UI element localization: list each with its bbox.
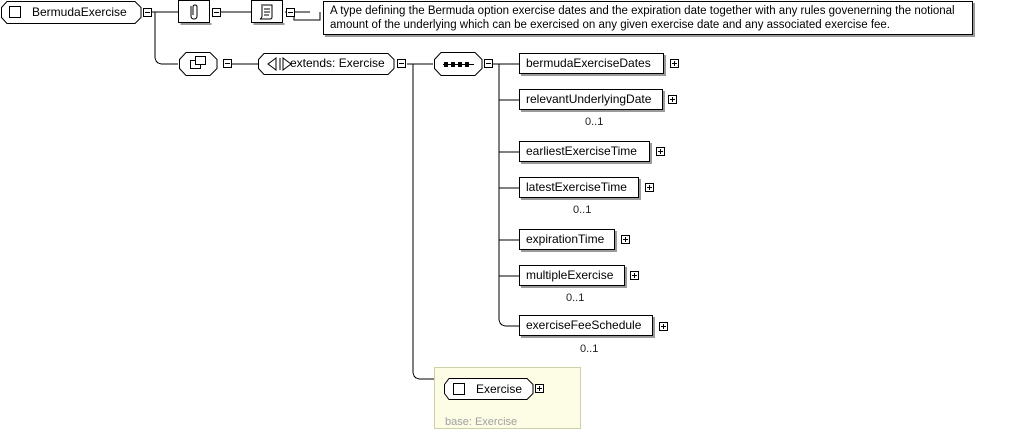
paperclip-icon bbox=[190, 4, 198, 20]
cardinality-label: 0..1 bbox=[566, 292, 585, 304]
documentation-toggle[interactable] bbox=[286, 8, 295, 17]
extension-toggle[interactable] bbox=[397, 59, 406, 68]
cardinality-label: 0..1 bbox=[573, 204, 592, 216]
element-relevant-underlying-date[interactable]: relevantUnderlyingDate bbox=[519, 89, 663, 110]
annotation-toggle[interactable] bbox=[212, 8, 221, 17]
documentation-text: A type defining the Bermuda option exerc… bbox=[323, 1, 973, 35]
element-expiration-time[interactable]: expirationTime bbox=[519, 229, 615, 250]
expand-icon[interactable] bbox=[659, 322, 668, 331]
expand-icon[interactable] bbox=[670, 59, 679, 68]
expand-icon[interactable] bbox=[630, 271, 639, 280]
element-latest-exercise-time[interactable]: latestExerciseTime bbox=[519, 177, 639, 198]
base-type-name: Exercise bbox=[476, 382, 523, 396]
element-exercise-fee-schedule[interactable]: exerciseFeeSchedule bbox=[519, 315, 653, 336]
collapse-toggle[interactable] bbox=[143, 8, 152, 17]
content-group-toggle[interactable] bbox=[223, 59, 232, 68]
extension-arrow-icon bbox=[267, 57, 277, 71]
cardinality-label: 0..1 bbox=[585, 116, 604, 128]
expand-icon[interactable] bbox=[656, 147, 665, 156]
base-type-caption: base: Exercise bbox=[445, 416, 518, 428]
extension-label: extends: Exercise bbox=[290, 56, 385, 70]
element-earliest-exercise-time[interactable]: earliestExerciseTime bbox=[519, 141, 650, 162]
documentation-node[interactable] bbox=[251, 0, 285, 26]
expand-icon[interactable] bbox=[668, 95, 677, 104]
sequence-compositor[interactable] bbox=[433, 51, 485, 79]
annotation-node[interactable] bbox=[178, 0, 212, 26]
element-multiple-exercise[interactable]: multipleExercise bbox=[519, 265, 625, 286]
element-bermuda-exercise-dates[interactable]: bermudaExerciseDates bbox=[519, 53, 664, 74]
expand-icon[interactable] bbox=[645, 183, 654, 192]
cardinality-label: 0..1 bbox=[580, 343, 599, 355]
complex-type-node[interactable] bbox=[0, 0, 146, 26]
expand-icon[interactable] bbox=[621, 235, 630, 244]
extension-node[interactable] bbox=[258, 53, 398, 79]
base-type-node[interactable] bbox=[443, 377, 539, 403]
complex-type-name: BermudaExercise bbox=[32, 5, 127, 19]
document-icon bbox=[259, 4, 273, 20]
content-group-node[interactable] bbox=[178, 51, 222, 79]
expand-icon[interactable] bbox=[535, 384, 544, 393]
sequence-toggle[interactable] bbox=[484, 59, 493, 68]
